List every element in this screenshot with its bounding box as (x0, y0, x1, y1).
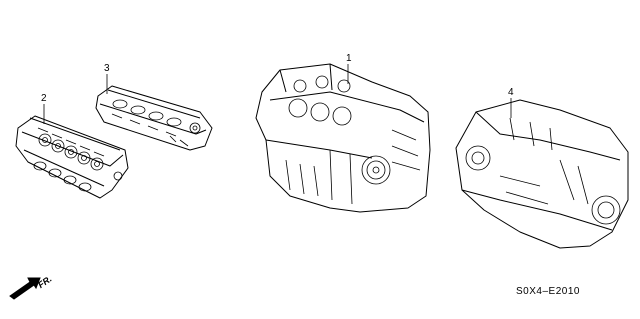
leader-lines (43, 64, 512, 124)
callout-4: 4 (508, 87, 514, 98)
engine-block (255, 63, 431, 213)
cylinder-head-left (15, 115, 129, 199)
callout-3: 3 (104, 63, 110, 74)
diagram-code: S0X4–E2010 (516, 286, 580, 297)
callout-2: 2 (41, 93, 47, 104)
transmission (455, 99, 629, 249)
front-direction-arrow-icon (9, 277, 41, 300)
callout-1: 1 (346, 53, 352, 64)
cylinder-head-right (95, 85, 213, 151)
